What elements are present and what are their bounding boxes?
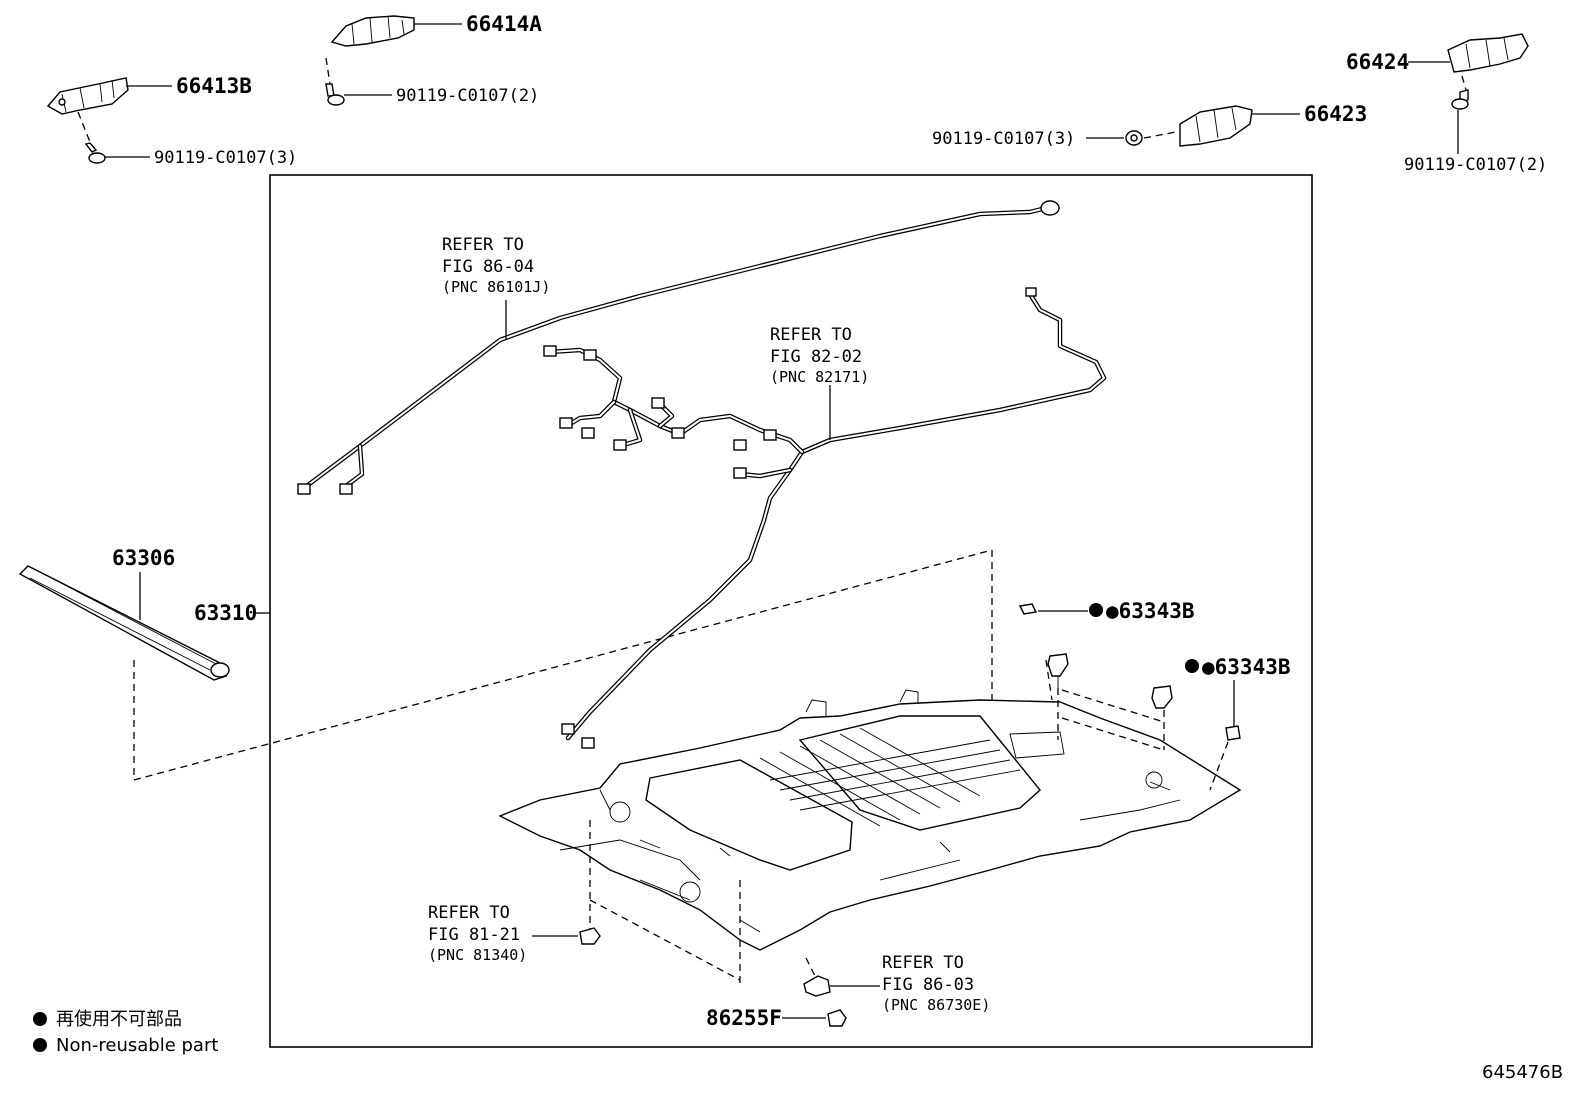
refer-8202-line2: FIG 82-02 [770,347,862,367]
label-66413B: 66413B [176,74,252,98]
refer-8603-line2: FIG 86-03 [882,975,974,995]
refer-8603-line1: REFER TO [882,953,964,973]
part-63343B-lower-clip [1225,725,1241,741]
assembly-frame [269,174,1313,1048]
non-reusable-marker-icon [33,1012,47,1026]
non-reusable-marker-icon [1089,603,1103,617]
label-66424: 66424 [1346,50,1409,74]
part-86255F-clip [827,1009,847,1027]
bolt-icon [325,83,345,106]
label-63310: 63310 [194,601,257,625]
legend: 再使用不可部品 Non-reusable part [33,1009,218,1056]
figure-id: 645476B [1482,1062,1563,1083]
non-reusable-marker-icon [33,1038,47,1052]
bolt-icon [84,142,106,164]
label-66414A: 66414A [466,12,542,36]
part-63306-roll [18,565,230,681]
refer-callout-86-03: REFER TO FIG 86-03 (PNC 86730E) [882,953,990,1014]
refer-8604-line1: REFER TO [442,235,524,255]
non-reusable-marker-icon [1185,659,1199,673]
legend-line-ja: 再使用不可部品 [56,1009,182,1030]
label-66423: 66423 [1304,102,1367,126]
legend-line-en: Non-reusable part [56,1035,218,1056]
part-66424-bracket [1447,33,1529,73]
refer-8202-line3: (PNC 82171) [770,368,869,386]
label-bolt-66413B: 90119-C0107(3) [154,148,297,168]
part-86730E-bracket [803,975,831,997]
label-bolt-66424: 90119-C0107(2) [1404,155,1547,175]
bolt-icon [1125,130,1143,146]
label-63343B-lower: ●63343B [1202,655,1291,679]
wire-harness-86101J [297,200,1060,495]
part-66414A-bracket [330,15,415,47]
refer-8603-line3: (PNC 86730E) [882,996,990,1014]
refer-callout-86-04: REFER TO FIG 86-04 (PNC 86101J) [442,235,550,296]
part-63343B-upper-clip [1018,603,1038,615]
label-bolt-66423: 90119-C0107(3) [932,129,1075,149]
refer-8202-line1: REFER TO [770,325,852,345]
part-63310-headliner [498,689,1242,951]
part-81340-lamp [579,927,601,945]
refer-8604-line2: FIG 86-04 [442,257,534,277]
refer-callout-82-02: REFER TO FIG 82-02 (PNC 82171) [770,325,869,386]
bolt-icon [1451,89,1469,110]
refer-8604-line3: (PNC 86101J) [442,278,550,296]
label-bolt-66414A: 90119-C0107(2) [396,86,539,106]
refer-callout-81-21: REFER TO FIG 81-21 (PNC 81340) [428,903,527,964]
part-66423-bracket [1179,105,1253,147]
part-66413B-bracket [46,77,129,115]
refer-8121-line1: REFER TO [428,903,510,923]
label-63343B-upper: ●63343B [1106,599,1195,623]
clip-icon [1047,653,1173,709]
refer-8121-line3: (PNC 81340) [428,946,527,964]
label-86255F: 86255F [706,1006,782,1030]
refer-8121-line2: FIG 81-21 [428,925,520,945]
label-63306: 63306 [112,546,175,570]
